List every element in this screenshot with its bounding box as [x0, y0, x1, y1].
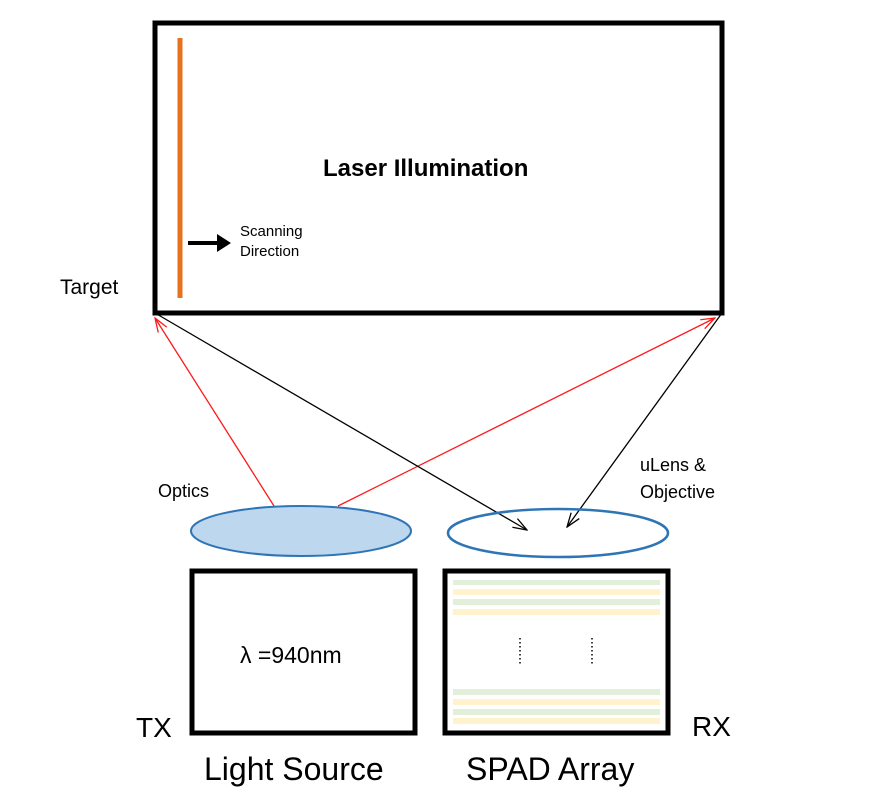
spad-array-label: SPAD Array: [466, 751, 635, 787]
light-source-label: Light Source: [204, 751, 384, 787]
ulens-objective-label: uLens & Objective: [640, 452, 715, 506]
tx-ray-right: [337, 318, 715, 507]
tx-optics-lens: [190, 505, 412, 557]
scan-arrow-icon: [188, 234, 231, 252]
rx-label: RX: [692, 711, 731, 742]
spad-array: [442, 568, 671, 736]
scanning-direction-label: Scanning Direction: [240, 222, 303, 262]
tx-label: TX: [136, 712, 172, 743]
light-source-box: [189, 568, 418, 736]
target-panel: [152, 20, 725, 316]
panel-title: Laser Illumination: [323, 155, 529, 182]
ulens-label-line2: Objective: [640, 482, 716, 502]
target-label: Target: [60, 276, 119, 299]
tx-ray-left: [155, 318, 275, 507]
rx-ray-left: [154, 312, 527, 530]
wavelength-label: λ =940nm: [240, 642, 342, 668]
scanning-label-line1: Scanning: [240, 223, 303, 240]
spad-array-box: [442, 568, 671, 736]
rx-objective-lens: [446, 507, 670, 559]
scanning-label-line2: Direction: [240, 243, 300, 260]
rx-ray-right: [567, 312, 723, 527]
ulens-label-line1: uLens &: [640, 455, 707, 475]
optics-label: Optics: [158, 481, 210, 501]
